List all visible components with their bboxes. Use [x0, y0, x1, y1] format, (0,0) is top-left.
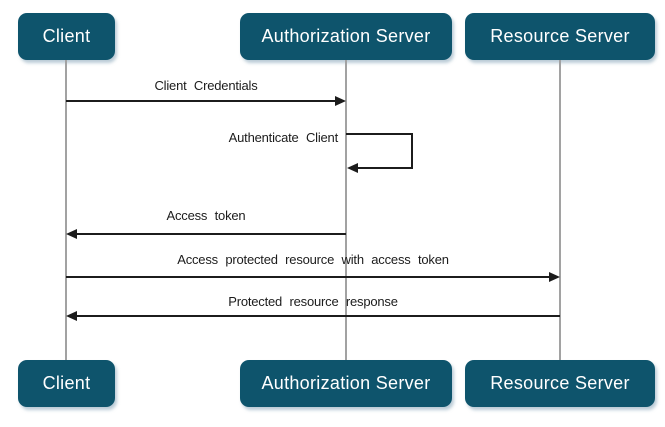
actor-label: Client [42, 373, 91, 393]
actor-label: Authorization Server [261, 26, 431, 46]
self-loop-top-line [346, 133, 413, 135]
self-loop-bottom-line [358, 167, 413, 169]
lifeline-resource-server [559, 60, 561, 360]
arrow-line [77, 315, 560, 317]
arrow-head-right-icon [335, 96, 346, 106]
arrow-line [77, 233, 346, 235]
actor-top-resource-server: Resource Server [465, 13, 655, 60]
actor-top-client: Client [18, 13, 115, 60]
arrow-head-left-icon [347, 163, 358, 173]
lifeline-authorization-server [345, 60, 347, 360]
self-loop-right-line [411, 133, 413, 169]
arrow-line [66, 100, 335, 102]
actor-bottom-client: Client [18, 360, 115, 407]
message-label: Client Credentials [154, 78, 258, 93]
actor-bottom-resource-server: Resource Server [465, 360, 655, 407]
actor-top-authorization-server: Authorization Server [240, 13, 452, 60]
lifeline-client [65, 60, 67, 360]
message-label: Access token [166, 208, 246, 223]
message-label: Access protected resource with access to… [177, 252, 449, 267]
actor-label: Resource Server [490, 26, 630, 46]
actor-bottom-authorization-server: Authorization Server [240, 360, 452, 407]
arrow-head-right-icon [549, 272, 560, 282]
arrow-head-left-icon [66, 229, 77, 239]
actor-label: Authorization Server [261, 373, 431, 393]
message-label: Protected resource response [228, 294, 398, 309]
arrow-head-left-icon [66, 311, 77, 321]
actor-label: Resource Server [490, 373, 630, 393]
actor-label: Client [42, 26, 91, 46]
arrow-line [66, 276, 549, 278]
message-label: Authenticate Client [228, 130, 339, 145]
